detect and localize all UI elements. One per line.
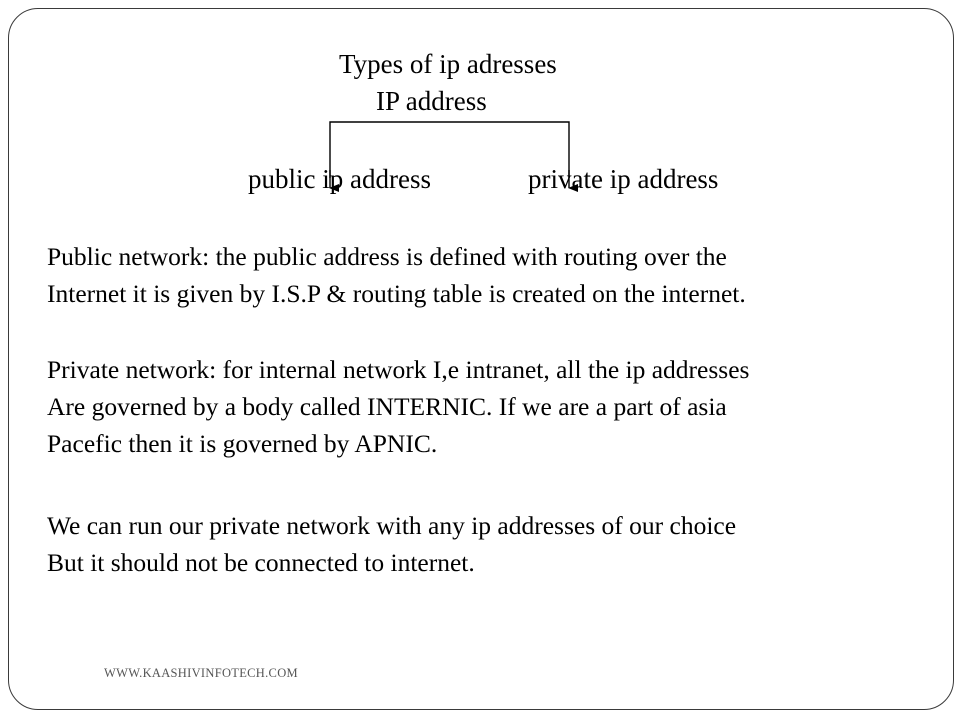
slide-title: Types of ip adresses [339, 49, 557, 79]
text-line: Pacefic then it is governed by APNIC. [47, 429, 438, 458]
text-line: Private network: for internal network I,… [47, 355, 750, 384]
paragraph-private-network: Private network: for internal network I,… [47, 351, 749, 462]
text-line: Internet it is given by I.S.P & routing … [47, 279, 746, 308]
branch-public-ip: public ip address [248, 164, 431, 194]
paragraph-private-usage: We can run our private network with any … [47, 507, 736, 581]
text-line: But it should not be connected to intern… [47, 548, 475, 577]
text-line: Public network: the public address is de… [47, 242, 727, 271]
branch-private-ip: private ip address [528, 164, 719, 194]
diagram-root-label: IP address [376, 86, 487, 116]
text-line: Are governed by a body called INTERNIC. … [47, 392, 727, 421]
footer-website: WWW.KAASHIVINFOTECH.COM [104, 666, 298, 680]
paragraph-public-network: Public network: the public address is de… [47, 238, 746, 312]
text-line: We can run our private network with any … [47, 511, 737, 540]
slide-frame [8, 8, 954, 710]
